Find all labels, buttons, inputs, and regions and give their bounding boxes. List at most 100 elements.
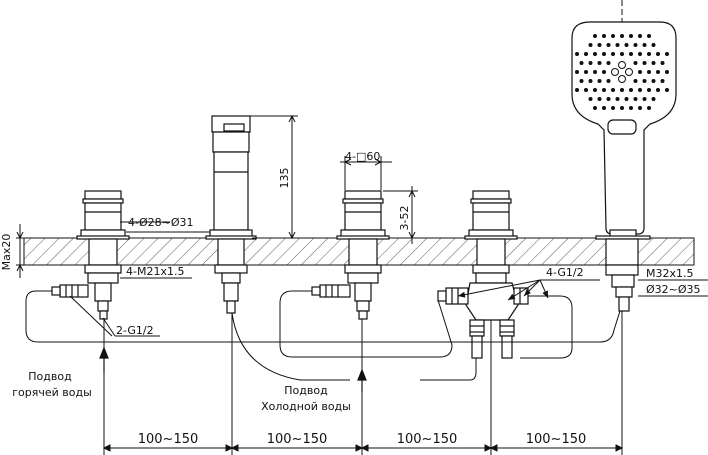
nozzle-dot — [638, 52, 642, 56]
hot-supply-line1: Подвод — [28, 370, 72, 383]
nozzle-dot — [584, 70, 588, 74]
nozzle-dot — [638, 106, 642, 110]
nozzle-dot — [629, 88, 633, 92]
nozzle-dot — [633, 43, 638, 47]
spacing-label-3: 100~150 — [397, 432, 458, 447]
nozzle-dot — [575, 70, 579, 74]
nozzle-dot — [593, 70, 597, 74]
nozzle-dot — [606, 61, 611, 65]
nozzle-dot — [611, 106, 615, 110]
spacing-label-1: 100~150 — [138, 432, 199, 447]
nozzle-dot — [575, 88, 579, 92]
max20-label: Max20 — [0, 234, 13, 271]
nozzle-dot — [647, 106, 651, 110]
leaders — [69, 221, 708, 337]
nozzle-dot — [656, 52, 660, 56]
center-nozzle — [618, 61, 626, 69]
h135-label: 135 — [278, 168, 291, 189]
g12-right-label: 4-G1/2 — [546, 266, 584, 279]
nozzle-dot — [651, 79, 656, 83]
nozzle-dot — [638, 70, 642, 74]
nozzle-dot — [642, 97, 647, 101]
nozzle-dot — [638, 88, 642, 92]
nozzle-dot — [660, 61, 665, 65]
max20-dimension — [16, 224, 28, 278]
nozzle-dot — [629, 52, 633, 56]
h135-dimension — [250, 114, 298, 240]
nozzle-dot — [665, 52, 669, 56]
nozzle-dot — [588, 97, 593, 101]
spacing-dimension — [102, 311, 624, 455]
nozzle-dot — [606, 43, 611, 47]
center-nozzle — [611, 68, 619, 76]
nozzle-dot — [647, 70, 651, 74]
nozzle-dot — [651, 43, 656, 47]
center-nozzle — [618, 75, 626, 83]
nozzle-dot — [624, 97, 629, 101]
nozzle-dot — [633, 97, 638, 101]
nozzle-dot — [638, 34, 642, 38]
center-nozzle — [625, 68, 633, 76]
nozzle-dot — [651, 61, 656, 65]
spout — [205, 115, 257, 314]
nozzle-dot — [588, 43, 593, 47]
nozzle-dot — [579, 61, 584, 65]
nozzle-dot — [620, 34, 624, 38]
supply-arrows — [99, 346, 367, 392]
nozzle-dot — [611, 34, 615, 38]
nozzle-dot — [579, 79, 584, 83]
spacing-label-4: 100~150 — [526, 432, 587, 447]
cold-supply-line1: Подвод — [284, 384, 328, 397]
nozzle-dot — [620, 106, 624, 110]
supply-lines — [25, 290, 621, 381]
nozzle-dot — [602, 52, 606, 56]
sq60-label: 4-□60 — [345, 150, 380, 163]
nozzle-dot — [593, 34, 597, 38]
nozzle-dot — [647, 34, 651, 38]
nozzle-dot — [593, 88, 597, 92]
nozzle-dot — [642, 79, 647, 83]
nozzle-dot — [647, 52, 651, 56]
nozzle-dot — [602, 88, 606, 92]
nozzle-dot — [575, 52, 579, 56]
cold-valve — [311, 190, 390, 320]
spacing-label-2: 100~150 — [267, 432, 328, 447]
nozzle-dot — [620, 88, 624, 92]
nozzle-dot — [602, 106, 606, 110]
nozzle-dot — [642, 61, 647, 65]
nozzle-dot — [597, 43, 602, 47]
nozzle-dot — [606, 97, 611, 101]
nozzle-dot — [665, 70, 669, 74]
nozzle-dot — [615, 43, 620, 47]
nozzle-dot — [629, 34, 633, 38]
nozzle-dot — [633, 79, 638, 83]
diverter-valve — [437, 190, 529, 359]
nozzle-dot — [588, 79, 593, 83]
nozzle-dot — [660, 79, 665, 83]
nozzle-dot — [602, 70, 606, 74]
shower-nozzles — [575, 34, 669, 110]
nozzle-dot — [642, 43, 647, 47]
m21-label: 4-M21x1.5 — [126, 265, 184, 278]
nozzle-dot — [611, 52, 615, 56]
nozzle-dot — [647, 88, 651, 92]
nozzle-dot — [656, 88, 660, 92]
nozzle-dot — [606, 79, 611, 83]
nozzle-dot — [615, 97, 620, 101]
nozzle-dot — [584, 52, 588, 56]
nozzle-dot — [656, 70, 660, 74]
d3-52-dimension — [383, 186, 418, 244]
hot-supply-line2: горячей воды — [12, 386, 92, 399]
hand-shower — [571, 21, 677, 312]
cold-supply-line2: Холодной воды — [261, 400, 351, 413]
nozzle-dot — [593, 106, 597, 110]
hot-valve — [51, 190, 130, 320]
m32-label: M32x1.5 — [646, 267, 694, 280]
nozzle-dot — [651, 97, 656, 101]
nozzle-dot — [588, 61, 593, 65]
nozzle-dot — [597, 79, 602, 83]
nozzle-dot — [584, 88, 588, 92]
diam-32-35-label: Ø32~Ø35 — [646, 283, 701, 296]
